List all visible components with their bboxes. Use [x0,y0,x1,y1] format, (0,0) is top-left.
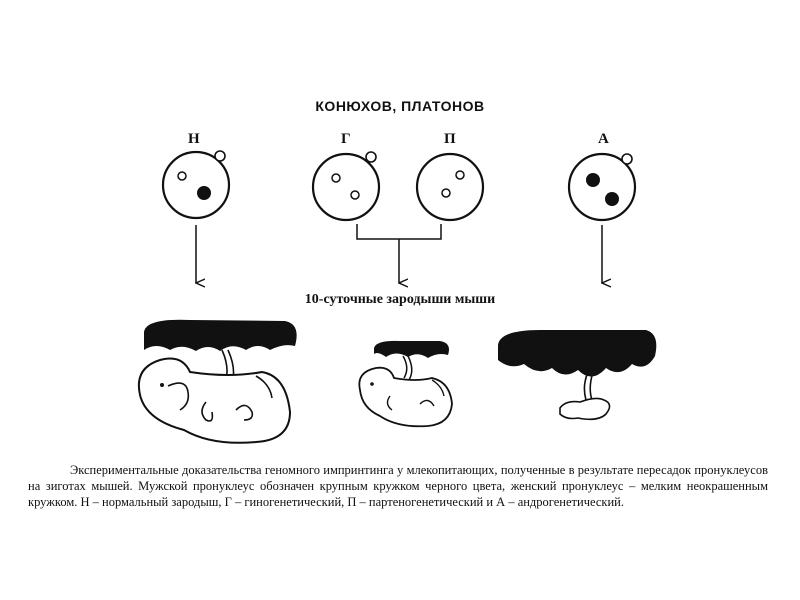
male-pronucleus [605,192,619,206]
female-pronucleus [178,172,186,180]
eye [370,382,374,386]
female-pronucleus [456,171,464,179]
umbilical-cord [408,356,412,380]
rudimentary-embryo [560,398,610,419]
embryo-body [139,359,290,443]
zygote-gynogenetic [313,152,379,220]
polar-body [366,152,376,162]
umbilical-cord [584,372,588,400]
embryo-normal [139,320,297,443]
polar-body [215,151,225,161]
zygote-cell [313,154,379,220]
zygote-parthenogenetic [417,154,483,220]
embryo-gyno-partheno [359,341,452,426]
zygote-androgenetic [569,154,635,220]
zygote-normal [163,151,229,218]
female-pronucleus [351,191,359,199]
caption-text: Экспериментальные доказательства геномно… [28,462,768,510]
placenta-disc [144,320,297,351]
male-pronucleus [586,173,600,187]
zygote-cell [163,152,229,218]
placenta-disc [498,330,656,377]
embryos-subtitle: 10-суточные зародыши мыши [0,292,800,308]
embryo-body [359,368,452,427]
female-pronucleus [332,174,340,182]
female-pronucleus [442,189,450,197]
bracket-gyno-partheno [357,224,441,239]
eye [160,383,164,387]
polar-body [622,154,632,164]
placenta-disc [374,341,449,358]
figure-caption: Экспериментальные доказательства геномно… [28,462,768,510]
embryo-androgenetic [498,330,656,419]
zygote-cell [417,154,483,220]
male-pronucleus [197,186,211,200]
umbilical-cord [403,356,407,378]
